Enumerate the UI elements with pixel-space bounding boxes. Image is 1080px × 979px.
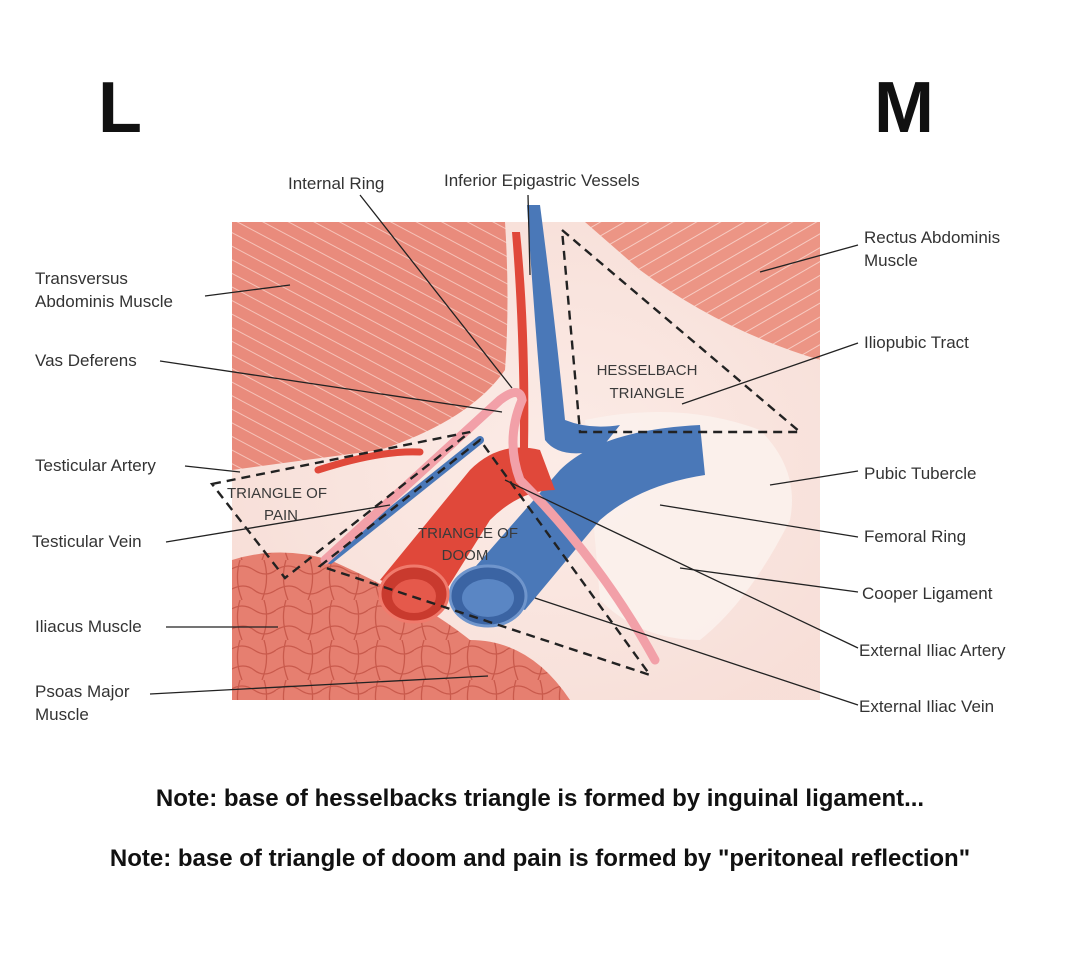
label-inferior-epigastric-vessels: Inferior Epigastric Vessels xyxy=(444,171,640,190)
label-psoas-major: Psoas Major Muscle xyxy=(35,682,130,724)
leader-lines xyxy=(149,194,859,706)
doom-label-line2: DOOM xyxy=(442,547,489,564)
label-cooper-ligament: Cooper Ligament xyxy=(862,584,993,603)
hesselbach-triangle xyxy=(560,227,804,434)
transversus-muscle xyxy=(232,222,508,470)
pain-label-line1: TRIANGLE OF xyxy=(227,485,327,502)
hesselbach-label-line2: TRIANGLE xyxy=(609,385,684,402)
doom-label-line1: TRIANGLE OF xyxy=(418,525,518,542)
label-testicular-artery: Testicular Artery xyxy=(35,456,156,475)
label-iliopubic-tract: Iliopubic Tract xyxy=(864,333,969,352)
triangle-of-pain xyxy=(209,430,471,580)
label-rectus-abdominis: Rectus Abdominis Muscle xyxy=(864,228,1001,270)
label-transversus-abdominis: Transversus Abdominis Muscle xyxy=(35,269,173,311)
epigastric-vein xyxy=(527,205,620,454)
label-vas-deferens: Vas Deferens xyxy=(35,351,137,370)
label-testicular-vein: Testicular Vein xyxy=(32,532,142,551)
iliacus-muscle xyxy=(232,552,570,700)
label-iliacus-muscle: Iliacus Muscle xyxy=(35,617,142,636)
testicular-artery-vessel xyxy=(314,448,424,474)
hesselbach-label-line1: HESSELBACH xyxy=(597,362,698,379)
note-hesselbach-base: Note: base of hesselbacks triangle is fo… xyxy=(155,785,925,812)
lateral-marker: L xyxy=(98,68,142,148)
triangle-of-doom xyxy=(317,438,654,678)
medial-marker: M xyxy=(874,68,934,148)
rectus-muscle xyxy=(585,222,820,360)
vas-deferens-vessel xyxy=(320,388,660,665)
label-external-iliac-artery: External Iliac Artery xyxy=(859,641,1006,660)
label-femoral-ring: Femoral Ring xyxy=(864,527,967,546)
pain-label-line2: PAIN xyxy=(264,507,298,524)
external-iliac-artery xyxy=(380,447,555,600)
external-iliac-vein xyxy=(455,425,705,610)
label-internal-ring: Internal Ring xyxy=(288,174,385,193)
note-doom-pain-base: Note: base of triangle of doom and pain … xyxy=(109,845,971,872)
label-external-iliac-vein: External Iliac Vein xyxy=(859,697,995,716)
label-pubic-tubercle: Pubic Tubercle xyxy=(864,464,977,483)
